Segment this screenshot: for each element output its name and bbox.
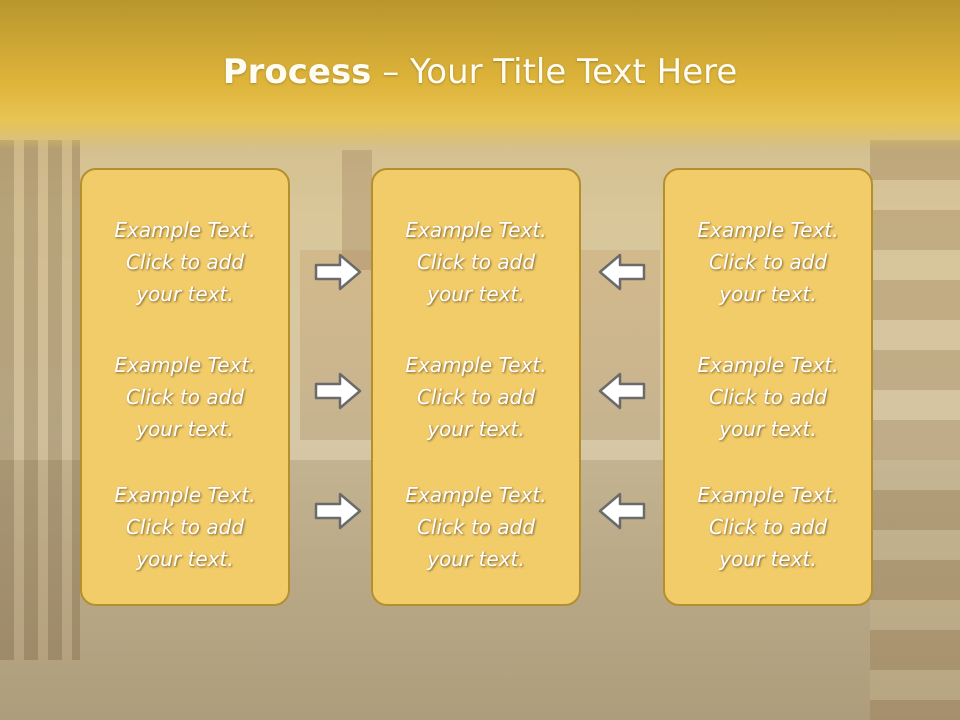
text-line: Click to add	[416, 250, 536, 274]
text-line: Example Text.	[697, 483, 839, 507]
text-line: your text.	[719, 547, 817, 571]
text-line: your text.	[719, 417, 817, 441]
arrow-left-icon[interactable]	[598, 252, 646, 292]
text-line: your text.	[427, 417, 525, 441]
process-box-right[interactable]: Example Text. Click to add your text. Ex…	[663, 168, 873, 606]
text-line: your text.	[427, 282, 525, 306]
text-placeholder[interactable]: Example Text. Click to add your text.	[82, 214, 288, 310]
text-line: your text.	[136, 417, 234, 441]
arrow-right-icon[interactable]	[314, 371, 362, 411]
text-line: Example Text.	[114, 353, 256, 377]
text-line: Click to add	[708, 250, 828, 274]
text-line: Example Text.	[114, 483, 256, 507]
text-line: Example Text.	[405, 483, 547, 507]
text-placeholder[interactable]: Example Text. Click to add your text.	[665, 214, 871, 310]
title-bold: Process	[222, 52, 372, 92]
text-line: Example Text.	[697, 353, 839, 377]
background-building-right	[870, 140, 960, 720]
text-line: Click to add	[416, 515, 536, 539]
text-line: your text.	[136, 282, 234, 306]
process-box-center[interactable]: Example Text. Click to add your text. Ex…	[371, 168, 581, 606]
arrow-left-icon[interactable]	[598, 371, 646, 411]
text-placeholder[interactable]: Example Text. Click to add your text.	[82, 479, 288, 575]
text-placeholder[interactable]: Example Text. Click to add your text.	[665, 349, 871, 445]
text-line: Click to add	[125, 250, 245, 274]
text-placeholder[interactable]: Example Text. Click to add your text.	[665, 479, 871, 575]
text-line: Click to add	[708, 515, 828, 539]
text-placeholder[interactable]: Example Text. Click to add your text.	[373, 349, 579, 445]
text-line: your text.	[719, 282, 817, 306]
arrow-right-icon[interactable]	[314, 491, 362, 531]
text-line: Example Text.	[697, 218, 839, 242]
text-line: Example Text.	[405, 218, 547, 242]
title-rest: – Your Title Text Here	[371, 52, 738, 92]
text-line: your text.	[136, 547, 234, 571]
background-building-left	[0, 140, 80, 660]
text-line: Click to add	[125, 385, 245, 409]
arrow-right-icon[interactable]	[314, 252, 362, 292]
text-line: Click to add	[416, 385, 536, 409]
title-banner	[0, 0, 960, 150]
text-placeholder[interactable]: Example Text. Click to add your text.	[373, 214, 579, 310]
slide-title[interactable]: Process – Your Title Text Here	[0, 52, 960, 92]
text-line: Example Text.	[114, 218, 256, 242]
text-line: Example Text.	[405, 353, 547, 377]
text-line: your text.	[427, 547, 525, 571]
text-placeholder[interactable]: Example Text. Click to add your text.	[82, 349, 288, 445]
text-line: Click to add	[125, 515, 245, 539]
arrow-left-icon[interactable]	[598, 491, 646, 531]
process-box-left[interactable]: Example Text. Click to add your text. Ex…	[80, 168, 290, 606]
text-line: Click to add	[708, 385, 828, 409]
text-placeholder[interactable]: Example Text. Click to add your text.	[373, 479, 579, 575]
background-bell-tower	[342, 150, 372, 270]
